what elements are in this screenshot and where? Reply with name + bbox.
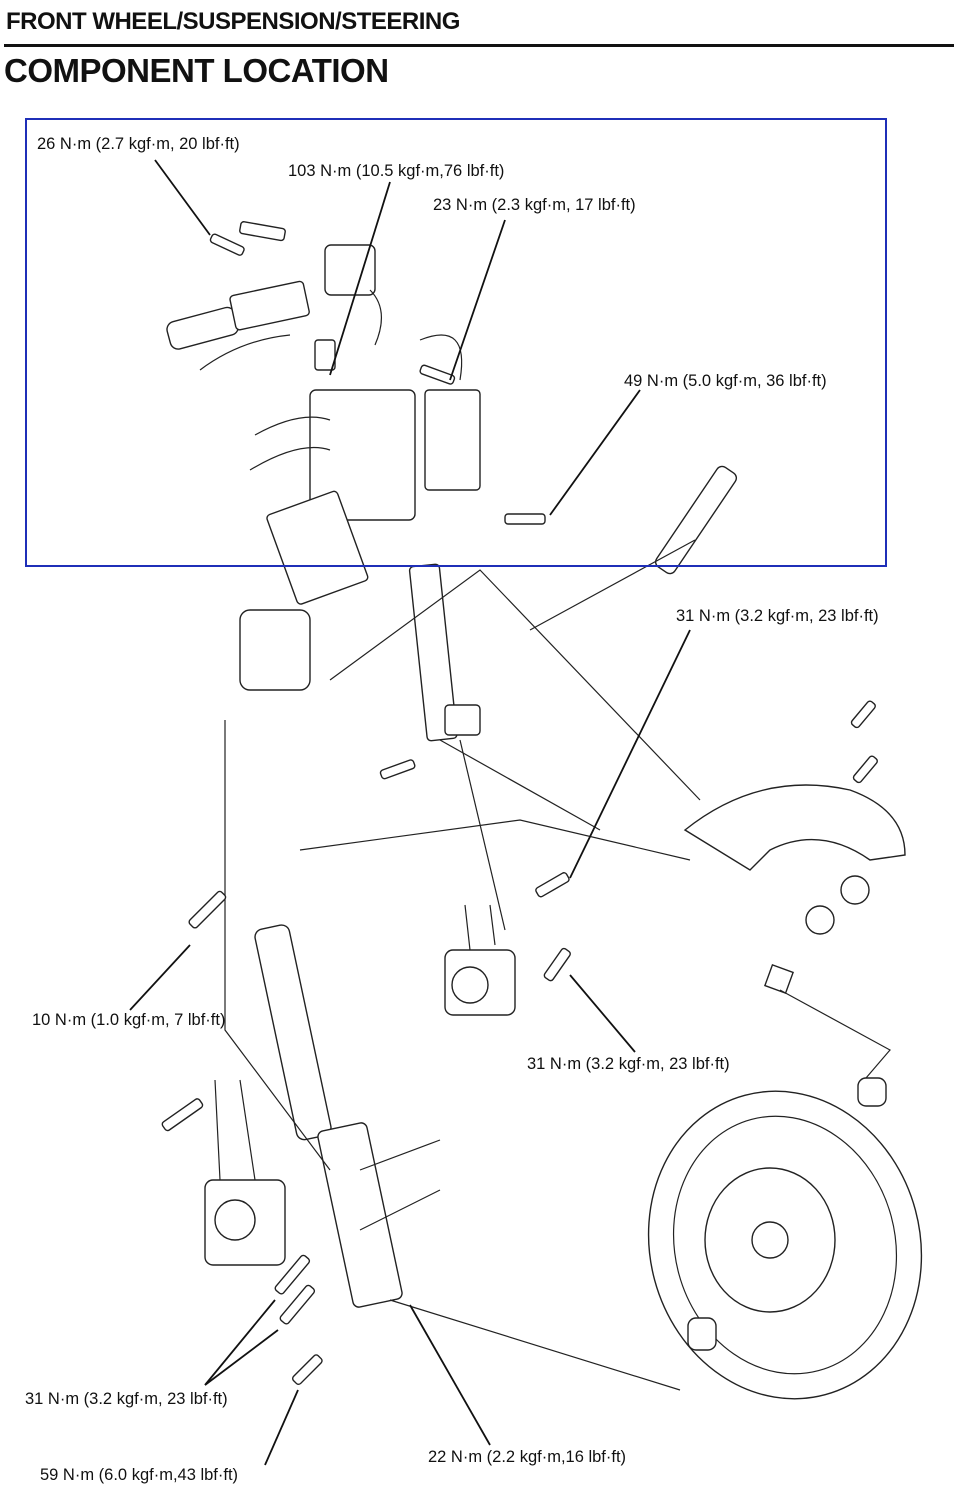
fork-leg: [254, 924, 681, 1391]
torque-spec-31nm-lower: 31 N·m (3.2 kgf·m, 23 lbf·ft): [25, 1390, 228, 1408]
steering-stem: [408, 563, 506, 931]
brake-caliper-right: [444, 904, 516, 1016]
front-axle: [529, 465, 738, 631]
torque-spec-10nm: 10 N·m (1.0 kgf·m, 7 lbf·ft): [32, 1011, 226, 1029]
torque-spec-31nm-caliper: 31 N·m (3.2 kgf·m, 23 lbf·ft): [527, 1055, 730, 1073]
torque-spec-31nm-upper: 31 N·m (3.2 kgf·m, 23 lbf·ft): [676, 607, 879, 625]
section-title: FRONT WHEEL/SUSPENSION/STEERING: [6, 8, 460, 35]
torque-spec-23nm: 23 N·m (2.3 kgf·m, 17 lbf·ft): [433, 196, 636, 214]
front-fender: [683, 784, 906, 1086]
brake-caliper-left: [204, 1079, 286, 1266]
title-rule: [4, 44, 954, 47]
torque-spec-103nm: 103 N·m (10.5 kgf·m,76 lbf·ft): [288, 162, 505, 180]
torque-spec-26nm: 26 N·m (2.7 kgf·m, 20 lbf·ft): [37, 135, 240, 153]
front-wheel: [647, 1077, 923, 1400]
torque-spec-22nm: 22 N·m (2.2 kgf·m,16 lbf·ft): [428, 1448, 627, 1466]
torque-spec-59nm: 59 N·m (6.0 kgf·m,43 lbf·ft): [40, 1466, 239, 1484]
handlebar-assembly: [166, 221, 481, 691]
torque-spec-49nm: 49 N·m (5.0 kgf·m, 36 lbf·ft): [624, 372, 827, 390]
highlight-box: [25, 118, 887, 567]
leader-arrows: [129, 159, 691, 1466]
bolts: [161, 233, 878, 1386]
page-title: COMPONENT LOCATION: [4, 52, 389, 89]
assembly-lines: [224, 569, 701, 1171]
